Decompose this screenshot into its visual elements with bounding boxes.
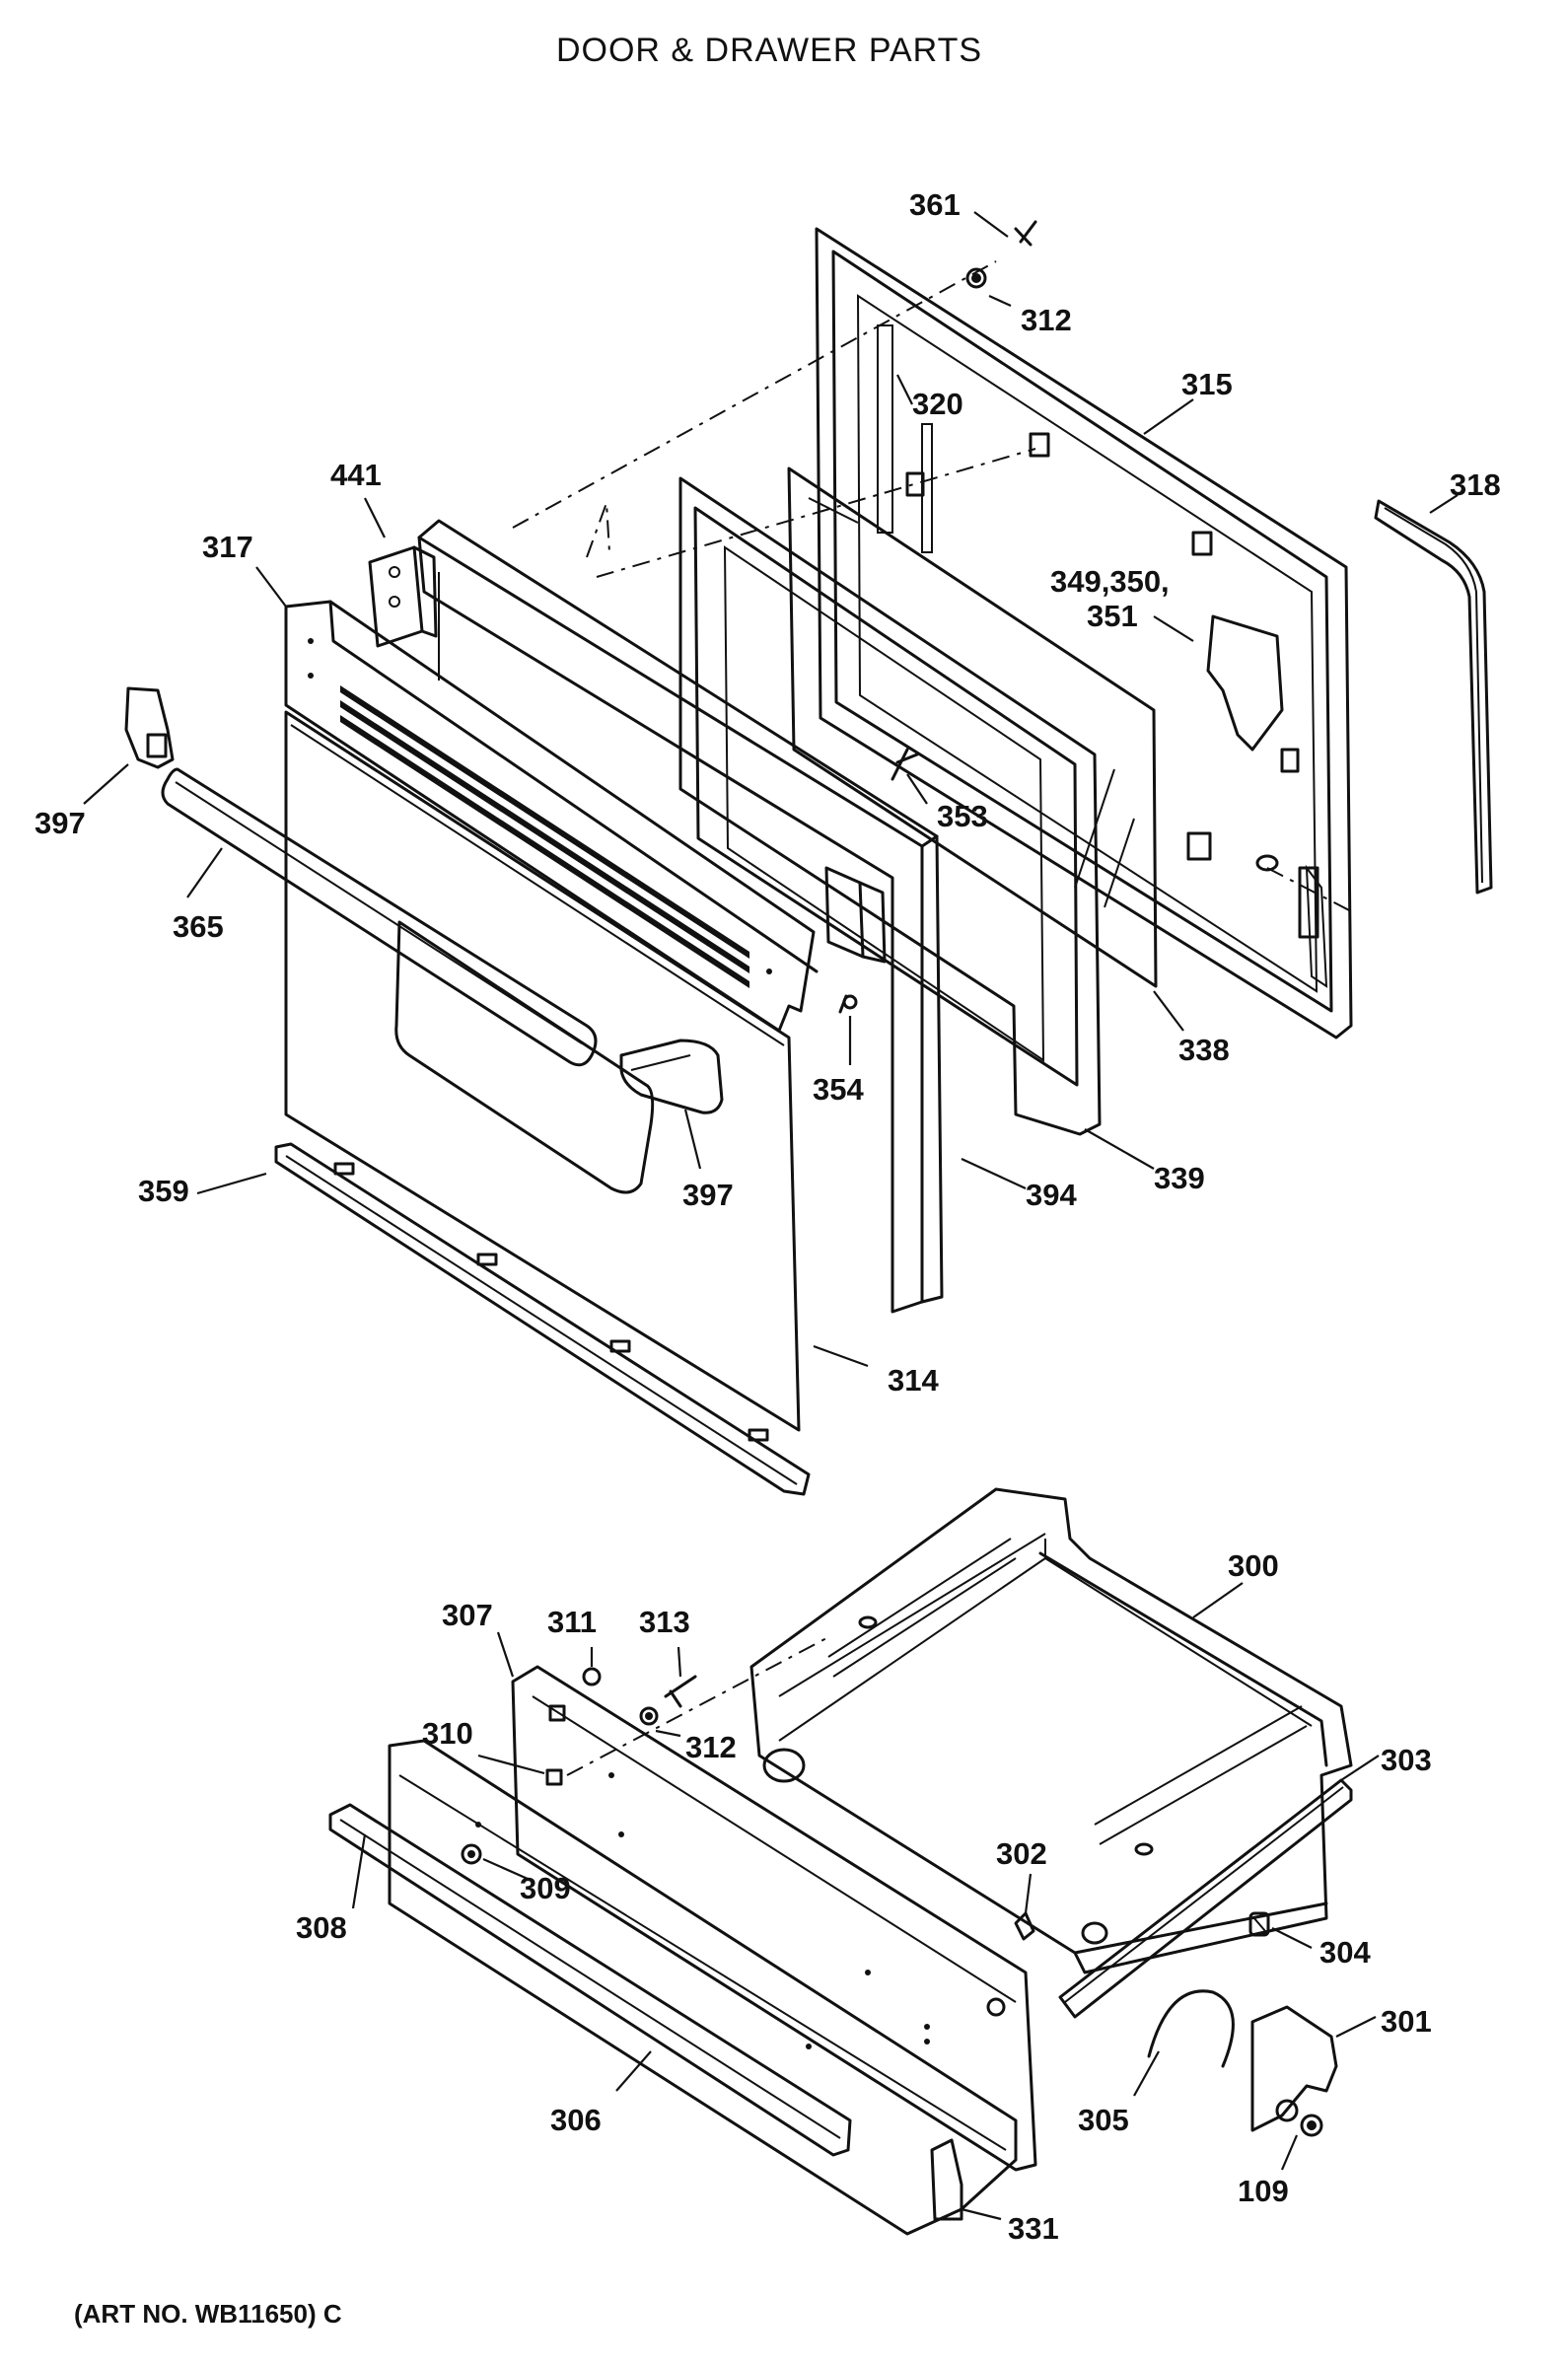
drawer-handle-308 — [328, 1803, 852, 2157]
callout-308: 308 — [296, 1910, 347, 1945]
vent-panel-317 — [284, 600, 819, 1033]
callout-303: 303 — [1381, 1743, 1432, 1777]
alignment-line-3 — [586, 502, 610, 558]
drawer-slide-303 — [1058, 1778, 1353, 2019]
callout-320: 320 — [912, 387, 963, 421]
callout-311: 311 — [547, 1605, 597, 1639]
callout-397-right: 397 — [682, 1178, 734, 1212]
roller-304 — [1248, 1911, 1270, 1937]
callout-313: 313 — [639, 1605, 690, 1639]
callout-365: 365 — [173, 909, 224, 944]
art-number: (ART NO. WB11650) C — [74, 2299, 342, 2329]
callout-310: 310 — [422, 1716, 473, 1751]
callout-351: 351 — [1087, 599, 1138, 633]
drawer-body-300 — [749, 1487, 1353, 1974]
handle-end-cap-397-left — [124, 686, 175, 769]
callout-353: 353 — [937, 799, 988, 833]
outer-door-panel-314 — [284, 710, 801, 1432]
drawer-bracket-301 — [1250, 2005, 1338, 2132]
screw-354 — [838, 994, 858, 1014]
callout-318: 318 — [1450, 467, 1501, 502]
drawer-front-306 — [388, 1739, 1018, 2236]
callout-307: 307 — [442, 1598, 493, 1632]
callout-109: 109 — [1238, 2174, 1289, 2208]
nut-312-top — [965, 267, 987, 289]
door-gasket-318 — [1374, 499, 1493, 895]
alignment-line-1 — [512, 260, 997, 529]
alignment-line-2 — [596, 448, 1036, 578]
callout-338: 338 — [1178, 1033, 1230, 1067]
callout-306: 306 — [550, 2103, 602, 2137]
callout-441: 441 — [330, 458, 382, 492]
screw-313 — [664, 1675, 697, 1708]
callout-397-left: 397 — [35, 806, 86, 840]
screw-361 — [1014, 220, 1037, 247]
hinge-bracket-right — [824, 866, 887, 964]
callout-309: 309 — [520, 1871, 571, 1905]
callout-305: 305 — [1078, 2103, 1129, 2137]
nut-311 — [582, 1667, 602, 1686]
callout-302: 302 — [996, 1836, 1047, 1871]
nut-312-lower — [639, 1706, 659, 1726]
insulation-349-350-351 — [1206, 614, 1284, 752]
bottom-trim-359 — [274, 1142, 811, 1496]
callout-314: 314 — [888, 1363, 939, 1398]
callout-300: 300 — [1228, 1548, 1279, 1583]
clip-310 — [545, 1768, 563, 1786]
hinge-bracket-441 — [368, 545, 438, 648]
stud-302 — [1014, 1911, 1035, 1941]
callout-317: 317 — [202, 530, 253, 564]
callout-394: 394 — [1026, 1178, 1077, 1212]
alignment-line-5 — [566, 1636, 829, 1776]
handle-end-cap-397-right — [619, 1039, 724, 1114]
callout-339: 339 — [1154, 1161, 1205, 1195]
callout-304: 304 — [1319, 1935, 1371, 1970]
nut-109 — [1300, 2114, 1323, 2137]
inner-door-liner-315 — [815, 227, 1353, 1040]
door-handle-365 — [161, 767, 598, 1067]
retaining-clip-305 — [1147, 1989, 1235, 2068]
callout-349-350: 349,350, — [1050, 564, 1170, 599]
callout-331: 331 — [1008, 2211, 1059, 2246]
callout-315: 315 — [1181, 367, 1233, 401]
callout-312-lower: 312 — [685, 1730, 737, 1764]
callout-301: 301 — [1381, 2004, 1432, 2039]
drawer-inner-panel-307 — [511, 1665, 1037, 2172]
callout-354: 354 — [813, 1072, 864, 1107]
screw-353 — [891, 748, 919, 781]
clip-310b — [548, 1704, 566, 1722]
callout-361: 361 — [909, 187, 961, 222]
callout-312: 312 — [1021, 303, 1072, 337]
callout-leaders — [83, 211, 1459, 2221]
callout-359: 359 — [138, 1174, 189, 1208]
vent-slots — [340, 685, 749, 988]
diagram-title: DOOR & DRAWER PARTS — [556, 32, 982, 69]
door-frame-394 — [417, 519, 944, 1314]
window-frame-339 — [678, 476, 1102, 1136]
drawer-end-cap-331 — [930, 2138, 963, 2221]
alignment-line-4 — [1266, 867, 1354, 913]
oven-window-glass-338 — [787, 466, 1158, 988]
